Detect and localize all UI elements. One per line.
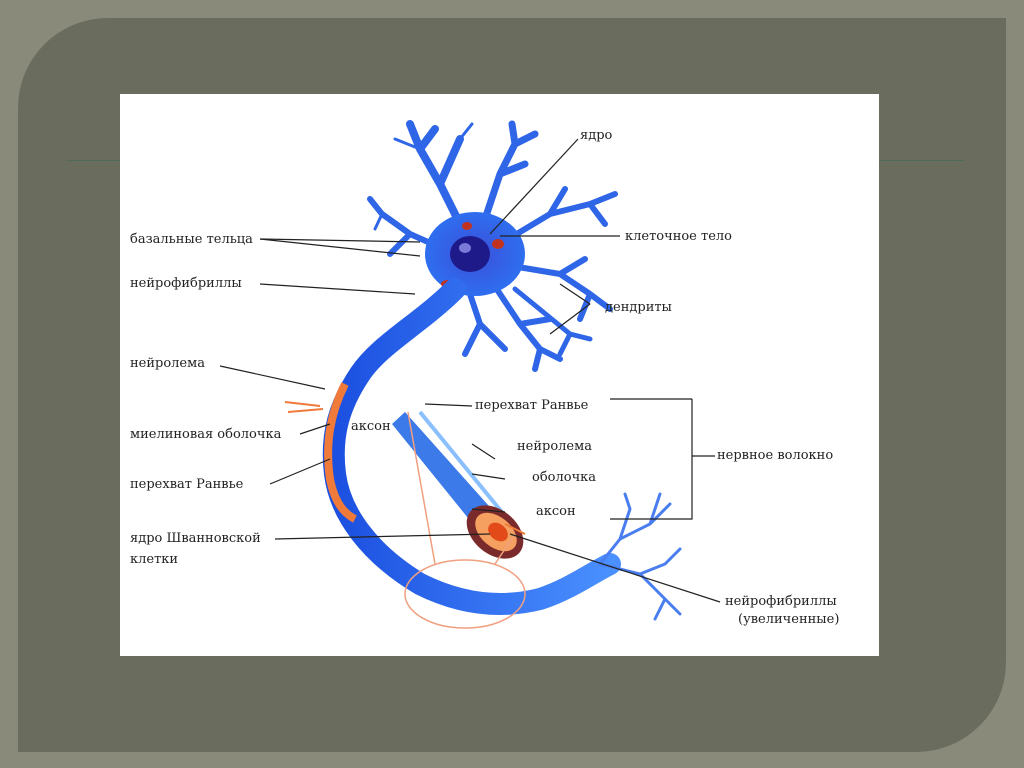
label-axon-right: аксон	[536, 504, 576, 519]
label-neurofibrils: нейрофибриллы	[130, 276, 242, 291]
basal-body-1	[492, 239, 504, 249]
label-neurofibrils-enlarged-2: (увеличенные)	[738, 612, 840, 627]
label-neurofibrils-enlarged-1: нейрофибриллы	[725, 594, 837, 609]
label-schwann-nucleus-2: клетки	[130, 552, 179, 567]
zoom-circle	[404, 559, 526, 629]
axon-terminals	[598, 492, 682, 621]
label-nucleus: ядро	[580, 128, 613, 143]
axon-myelinated	[322, 278, 621, 615]
neuron-illustration	[219, 120, 721, 629]
myelin-cutaway	[324, 382, 357, 523]
label-sheath: оболочка	[532, 470, 597, 485]
dendrites-group	[367, 120, 618, 372]
label-myelin-sheath: миелиновая оболочка	[130, 427, 282, 442]
label-node-ranvier-right: перехват Ранвье	[475, 398, 589, 413]
basal-body-2	[462, 222, 472, 230]
fiber-cross-section	[392, 410, 526, 559]
label-node-ranvier-left: перехват Ранвье	[130, 477, 244, 492]
nucleus	[450, 236, 490, 272]
label-dendrites: дендриты	[605, 300, 672, 315]
label-axon-left: аксон	[351, 419, 391, 434]
label-nerve-fiber: нервное волокно	[717, 448, 834, 463]
label-neurolemma-right: нейролема	[517, 439, 592, 454]
label-basal-bodies: базальные тельца	[130, 232, 253, 247]
label-schwann-nucleus-1: ядро Шванновской	[130, 531, 261, 546]
leader-lines	[219, 138, 721, 603]
neuron-diagram: ядро базальные тельца клеточное тело ней…	[120, 94, 879, 656]
label-cell-body: клеточное тело	[625, 229, 732, 244]
label-neurolemma-left: нейролема	[130, 356, 205, 371]
